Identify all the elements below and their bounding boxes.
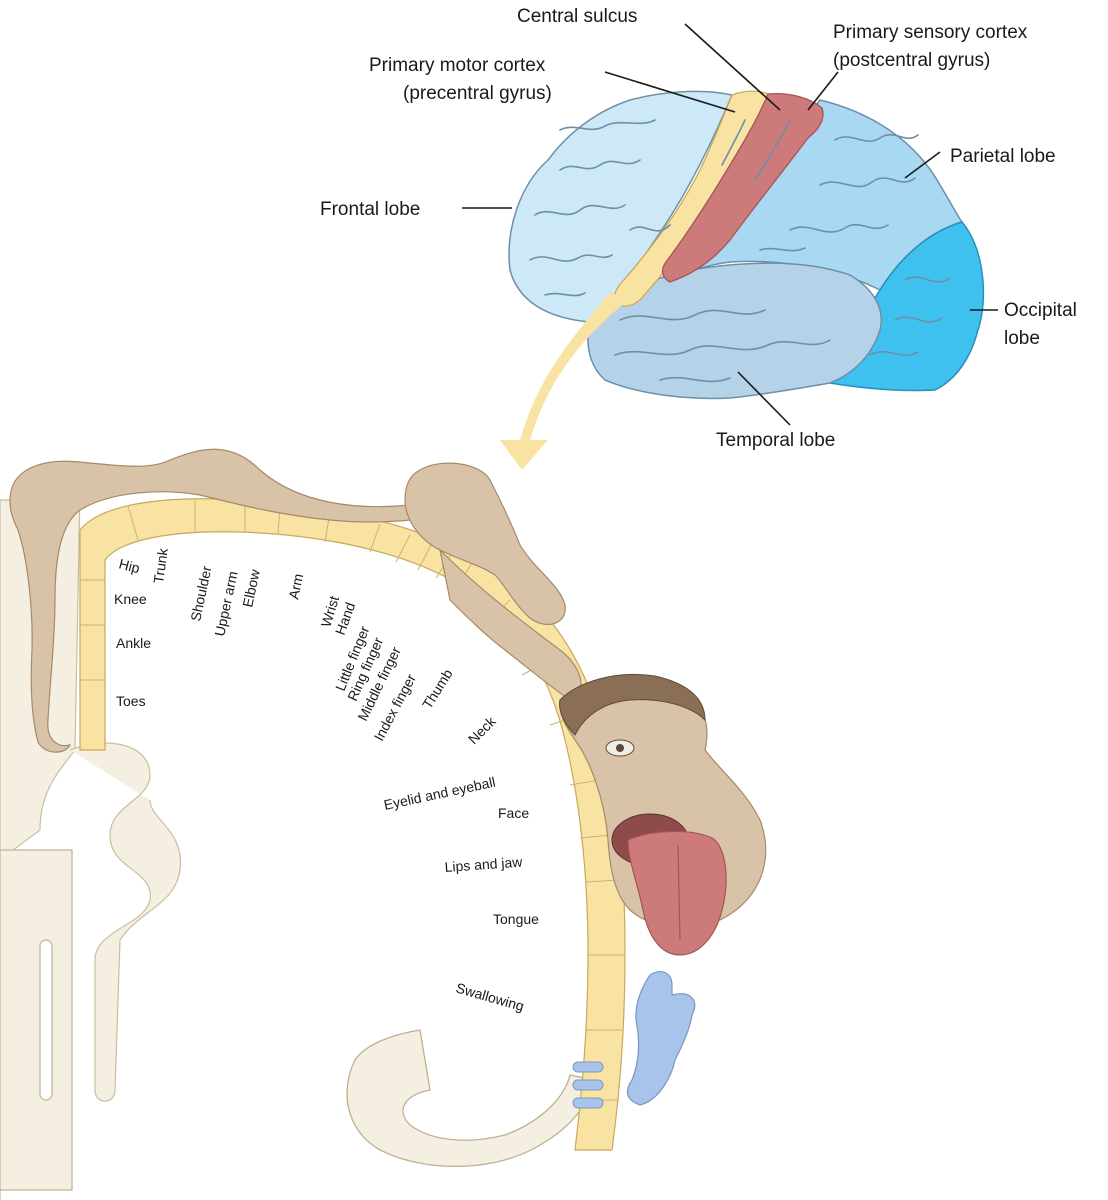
brain-lateral-view	[508, 90, 985, 400]
label-lips-jaw: Lips and jaw	[444, 854, 524, 875]
label-trunk: Trunk	[150, 546, 171, 584]
homunculus-hair	[559, 673, 706, 736]
label-toes: Toes	[116, 693, 146, 709]
label-shoulder: Shoulder	[187, 564, 214, 622]
label-tongue: Tongue	[493, 911, 539, 927]
postcentral-gyrus-strip	[661, 92, 824, 283]
tongue-midline	[677, 844, 681, 941]
ventricle-block	[0, 849, 73, 1191]
temporal-fold	[346, 1029, 596, 1168]
brain-gyri-texture	[529, 119, 951, 383]
label-primary-motor-cortex: Primary motor cortex	[369, 55, 546, 76]
label-ankle: Ankle	[116, 635, 151, 651]
label-neck: Neck	[465, 713, 500, 748]
label-face: Face	[498, 805, 529, 821]
label-postcentral-gyrus: (postcentral gyrus)	[833, 50, 990, 71]
label-occipital: Occipital	[1004, 300, 1077, 321]
label-frontal-lobe: Frontal lobe	[320, 199, 420, 220]
label-central-sulcus: Central sulcus	[517, 6, 637, 27]
label-arm: Arm	[285, 572, 306, 600]
label-swallowing: Swallowing	[454, 980, 526, 1015]
label-eyelid-eyeball: Eyelid and eyeball	[382, 774, 496, 813]
larynx-rings	[572, 1061, 604, 1109]
label-knee: Knee	[114, 591, 147, 607]
white-matter-lower	[69, 742, 181, 1102]
motor-homunculus	[9, 448, 767, 956]
coronal-section	[0, 489, 696, 1200]
label-parietal-lobe: Parietal lobe	[950, 146, 1056, 167]
label-occipital-lobe: lobe	[1004, 328, 1040, 349]
label-precentral-gyrus: (precentral gyrus)	[403, 83, 552, 104]
cortex-segments	[80, 500, 624, 1101]
label-thumb: Thumb	[419, 666, 456, 712]
brain-leader-lines	[462, 23, 998, 426]
label-elbow: Elbow	[239, 567, 263, 608]
swallowing-larynx	[626, 971, 696, 1106]
homunculus-leg	[9, 448, 472, 753]
label-temporal-lobe: Temporal lobe	[716, 430, 835, 451]
homunculus-hand	[404, 462, 566, 626]
ventricle-slit	[39, 939, 53, 1101]
homunculus-tongue	[627, 830, 727, 956]
label-hip: Hip	[117, 555, 142, 576]
label-upper-arm: Upper arm	[211, 570, 240, 638]
projection-arrow	[500, 292, 628, 470]
label-primary-sensory-cortex: Primary sensory cortex	[833, 22, 1028, 43]
homunculus-pupil	[616, 744, 624, 752]
